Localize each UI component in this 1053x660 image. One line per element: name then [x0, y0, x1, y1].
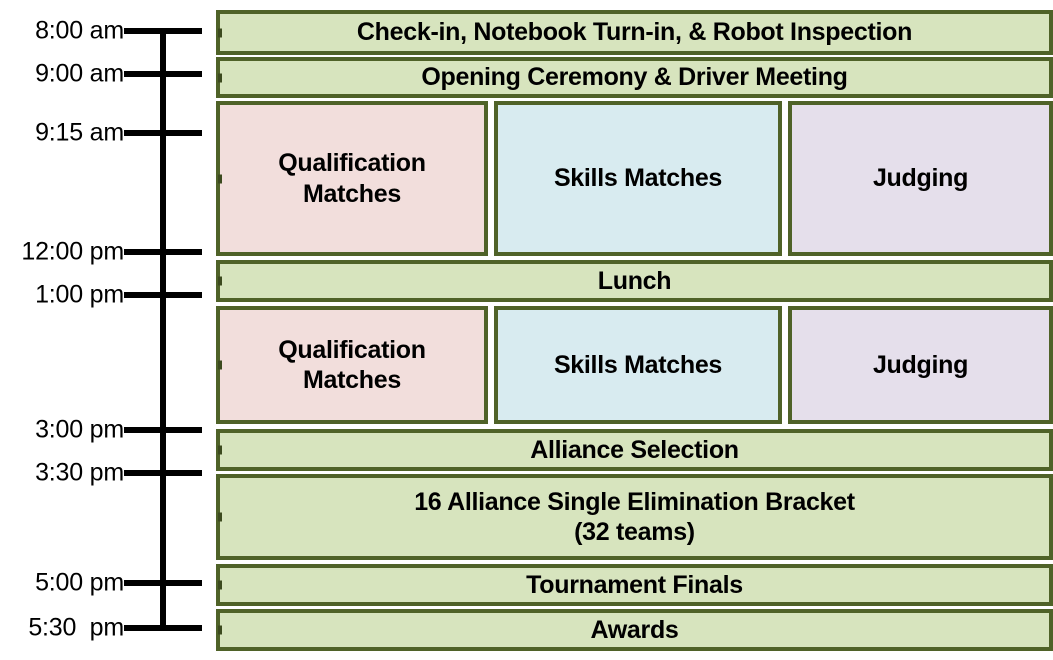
- schedule-row-elimination-bracket: 16 Alliance Single Elimination Bracket (…: [216, 474, 1053, 560]
- axis-tick-mark: [124, 470, 202, 476]
- axis-tick-label: 3:30 pm: [35, 458, 124, 487]
- axis-tick-label: 9:00 am: [35, 59, 124, 88]
- event-blocks-area: Check-in, Notebook Turn-in, & Robot Insp…: [216, 0, 1053, 660]
- event-block[interactable]: Tournament Finals: [216, 564, 1053, 606]
- axis-tick-mark: [124, 625, 202, 631]
- axis-tick-label: 9:15 am: [35, 118, 124, 147]
- event-block[interactable]: Qualification Matches: [216, 306, 488, 424]
- schedule-row-lunch: Lunch: [216, 260, 1053, 302]
- event-block[interactable]: Check-in, Notebook Turn-in, & Robot Insp…: [216, 10, 1053, 55]
- axis-tick-mark: [124, 580, 202, 586]
- axis-tick-mark: [124, 71, 202, 77]
- time-axis: 8:00 am 9:00 am 9:15 am 12:00 pm 1:00 pm 3:00…: [0, 0, 212, 660]
- axis-spine: [160, 28, 166, 631]
- axis-tick-label: 5:00 pm: [35, 568, 124, 597]
- event-block[interactable]: Awards: [216, 609, 1053, 651]
- event-block[interactable]: Opening Ceremony & Driver Meeting: [216, 57, 1053, 98]
- axis-tick-label: 3:00 pm: [35, 415, 124, 444]
- event-block[interactable]: Judging: [788, 306, 1053, 424]
- schedule-row-opening-ceremony: Opening Ceremony & Driver Meeting: [216, 57, 1053, 98]
- event-block[interactable]: Qualification Matches: [216, 101, 488, 256]
- event-block[interactable]: Judging: [788, 101, 1053, 256]
- event-block[interactable]: 16 Alliance Single Elimination Bracket (…: [216, 474, 1053, 560]
- axis-tick-mark: [124, 292, 202, 298]
- axis-tick-label: 1:00 pm: [35, 280, 124, 309]
- schedule-row-tournament-finals: Tournament Finals: [216, 564, 1053, 606]
- schedule-row-awards: Awards: [216, 609, 1053, 651]
- event-block[interactable]: Skills Matches: [494, 101, 782, 256]
- axis-tick-mark: [124, 427, 202, 433]
- schedule-row-check-in: Check-in, Notebook Turn-in, & Robot Insp…: [216, 10, 1053, 55]
- event-block[interactable]: Skills Matches: [494, 306, 782, 424]
- axis-tick-mark: [124, 130, 202, 136]
- event-block[interactable]: Lunch: [216, 260, 1053, 302]
- axis-tick-mark: [124, 28, 202, 34]
- axis-tick-label: 8:00 am: [35, 16, 124, 45]
- schedule-row-alliance-selection: Alliance Selection: [216, 429, 1053, 471]
- axis-tick-label: 5:30 pm: [28, 613, 124, 642]
- axis-tick-mark: [124, 249, 202, 255]
- axis-tick-label: 12:00 pm: [21, 237, 124, 266]
- event-block[interactable]: Alliance Selection: [216, 429, 1053, 471]
